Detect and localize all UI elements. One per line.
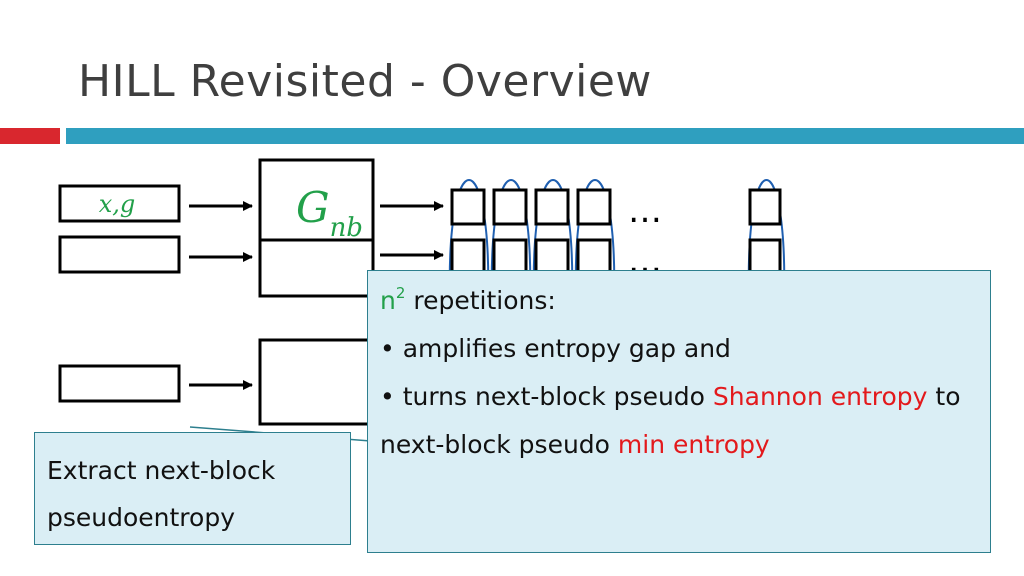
ellipsis-row-1: …	[628, 191, 662, 231]
accent-bar-red	[0, 128, 60, 144]
shannon-entropy-text: Shannon entropy	[712, 382, 928, 411]
heading-n: n	[380, 286, 396, 315]
generator-box-bottom	[258, 338, 375, 426]
callout-heading: n2 repetitions:	[380, 277, 978, 325]
block-r1-c4	[576, 188, 612, 226]
extract-callout-text: Extract next-block pseudoentropy	[47, 456, 276, 532]
heading-text: repetitions:	[405, 286, 556, 315]
input-box-2	[58, 235, 181, 274]
input-box-3	[58, 364, 181, 403]
block-r2-c2	[492, 238, 528, 276]
block-r1-c1	[450, 188, 486, 226]
block-r2-last	[748, 238, 782, 276]
accent-bar-blue	[66, 128, 1024, 144]
block-r2-c4	[576, 238, 612, 276]
block-r2-c3	[534, 238, 570, 276]
generator-label-sub: nb	[330, 213, 363, 243]
block-r2-c1	[450, 238, 486, 276]
heading-superscript: 2	[395, 284, 406, 302]
bullet-2-text-2: to next-block pseudo	[380, 382, 961, 459]
callout-bullet-1: • amplifies entropy gap and	[380, 334, 731, 363]
block-r1-c3	[534, 188, 570, 226]
repetitions-callout: n2 repetitions: • amplifies entropy gap …	[367, 270, 991, 553]
input-label: x,g	[99, 190, 136, 218]
extract-callout: Extract next-block pseudoentropy	[34, 432, 351, 545]
callout-bullet-2: • turns next-block pseudo Shannon entrop…	[380, 373, 978, 469]
bullet-2-text-1: • turns next-block pseudo	[380, 382, 713, 411]
generator-label-main: G	[296, 183, 330, 232]
slide-title: HILL Revisited - Overview	[78, 56, 652, 107]
input-box-1	[58, 184, 181, 223]
block-r1-c2	[492, 188, 528, 226]
generator-box-middle	[258, 238, 375, 298]
block-r1-last	[748, 188, 782, 226]
min-entropy-text: min entropy	[617, 430, 770, 459]
generator-label: Gnb	[296, 183, 363, 243]
